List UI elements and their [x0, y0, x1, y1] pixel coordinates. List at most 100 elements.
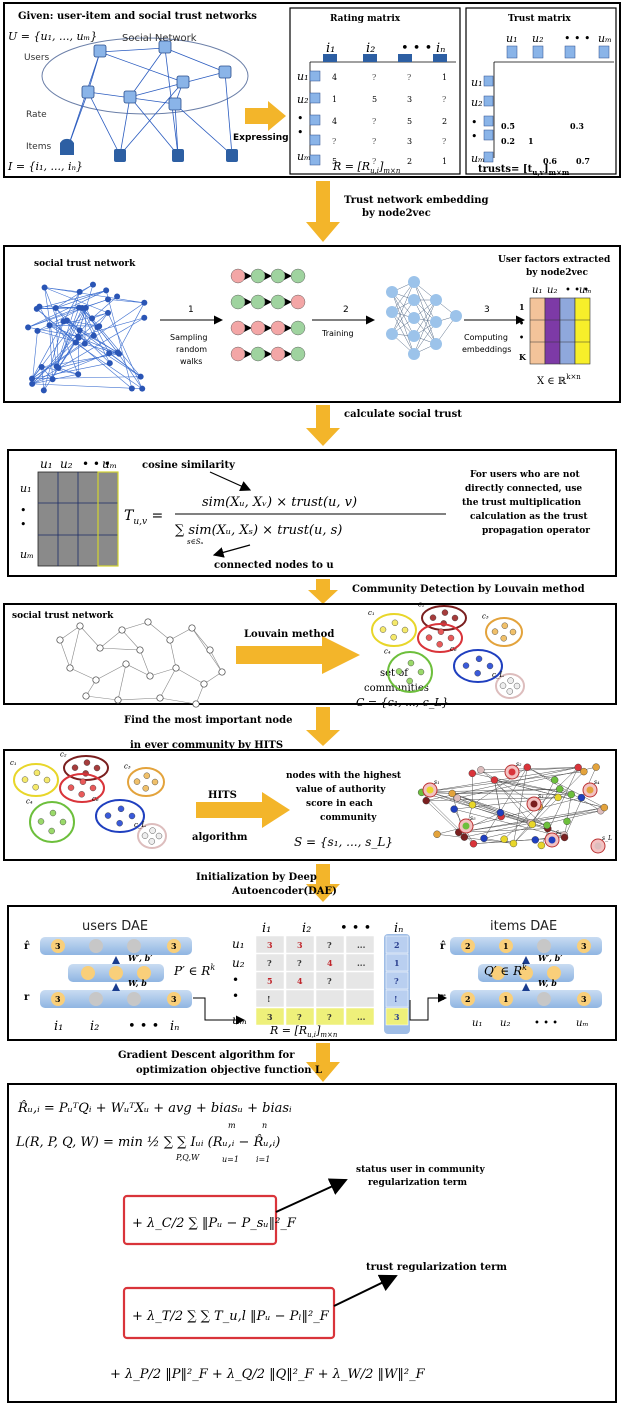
dae-unit — [577, 992, 591, 1006]
network-edge — [27, 290, 107, 328]
seed-edge — [457, 797, 531, 824]
rating-row-icon — [309, 134, 321, 146]
users-r: r — [24, 992, 30, 1003]
dae-matrix-value: ? — [327, 1012, 332, 1022]
note-line: directly connected, use — [465, 484, 582, 494]
sparse-node — [82, 692, 90, 700]
rating-cell: 4 — [332, 117, 337, 126]
network-edge — [66, 320, 100, 327]
dae-unit — [167, 939, 181, 953]
community-label: c₁ — [368, 609, 375, 617]
step-3-label: Community Detection by Louvain method — [352, 584, 585, 595]
nn-node — [408, 312, 420, 324]
status-note-arrow — [275, 1178, 348, 1213]
sparse-edge — [121, 629, 141, 651]
community-node — [513, 682, 521, 690]
factor-col-header: u₂ — [547, 285, 557, 296]
dae-matrix-row: u₂ — [232, 956, 245, 970]
network-node — [29, 375, 36, 382]
community-label: c_L — [492, 671, 504, 679]
seed-label: s₂ — [516, 761, 522, 768]
walk-node — [290, 346, 306, 362]
nn-node — [450, 310, 462, 322]
sparse-edge — [99, 629, 123, 649]
seed-node — [592, 763, 600, 771]
rating-row-header: u₁ — [297, 70, 309, 83]
network-edge — [91, 296, 118, 319]
hits-arrow — [196, 792, 290, 828]
dae-matrix-col: i₁ — [262, 921, 271, 936]
community-ellipse — [59, 773, 105, 803]
community-node — [21, 776, 29, 783]
dae-matrix-cell — [385, 1007, 409, 1026]
network-node — [139, 385, 146, 392]
dae-unit-value: 3 — [171, 994, 177, 1004]
community-node — [78, 791, 85, 798]
step-6-label-2: optimization objective function L — [136, 1065, 322, 1076]
rating-cell: ? — [332, 137, 336, 146]
network-node — [49, 376, 56, 383]
sparse-edge — [121, 621, 149, 631]
network-edge — [107, 299, 145, 304]
dae-unit — [51, 939, 65, 953]
community-node — [486, 662, 494, 670]
rating-cell: 5 — [332, 157, 337, 166]
walk-node — [250, 294, 266, 310]
trust-col-icon — [506, 45, 518, 59]
community-node — [89, 784, 97, 792]
dae-hidden-unit — [547, 966, 561, 980]
dae-matrix-value: 3 — [297, 940, 303, 950]
sparse-node — [188, 624, 196, 632]
items-w: W, b — [538, 978, 557, 988]
rating-col-header: i₂ — [366, 41, 375, 56]
nn-edge — [391, 291, 415, 337]
trust-term-box — [122, 1286, 336, 1340]
seed-node — [537, 841, 546, 850]
dae-input-bar — [40, 990, 192, 1008]
trust-grid-row-headers: u₁••uₘ — [20, 482, 34, 561]
set-of-label: set of — [380, 668, 409, 679]
nn-edge — [391, 299, 415, 335]
seed-label: s₃ — [538, 793, 544, 800]
users-axis-label: • • • — [128, 1019, 159, 1034]
community-node — [116, 819, 123, 827]
dae-unit — [461, 992, 475, 1006]
seed-edge — [494, 779, 501, 813]
trust-col-header: u₂ — [532, 32, 544, 45]
community-node — [499, 682, 507, 689]
community-ellipse — [13, 763, 59, 797]
given-title: Given: user-item and social trust networ… — [18, 11, 257, 22]
nn-node — [386, 328, 398, 340]
community-node — [429, 614, 437, 621]
rating-cell: ? — [372, 73, 376, 82]
seed-node — [574, 763, 582, 772]
trust-value: 1 — [528, 136, 534, 146]
community-node — [407, 659, 415, 667]
network-node — [36, 303, 43, 310]
network-node — [141, 314, 148, 321]
dae-unit-value: 3 — [581, 941, 587, 951]
community-ellipse — [417, 623, 463, 653]
community-node — [507, 677, 514, 684]
rating-cell: ? — [442, 95, 446, 104]
network-edge — [58, 367, 79, 375]
seed-node — [460, 833, 469, 841]
community-node — [451, 614, 459, 622]
community-node — [417, 668, 425, 676]
dae-matrix-value: ... — [357, 940, 366, 950]
network-edge — [32, 352, 110, 385]
trust-term: + λ_T/2 ∑ ∑ T_u,l ‖Pᵤ − Pₗ‖²_F — [132, 1309, 330, 1324]
desc-line: value of authority — [295, 785, 386, 795]
communities-formula: C = {c₁, ..., c_L} — [356, 696, 449, 709]
seed-edge — [494, 779, 531, 824]
dae-hidden-unit — [491, 966, 505, 980]
step-4-label: Find the most important node — [124, 715, 292, 726]
nn-node — [408, 276, 420, 288]
rate-label: Rate — [26, 110, 47, 120]
seed-label: s_L — [602, 835, 612, 842]
rating-row-icon — [309, 70, 321, 82]
